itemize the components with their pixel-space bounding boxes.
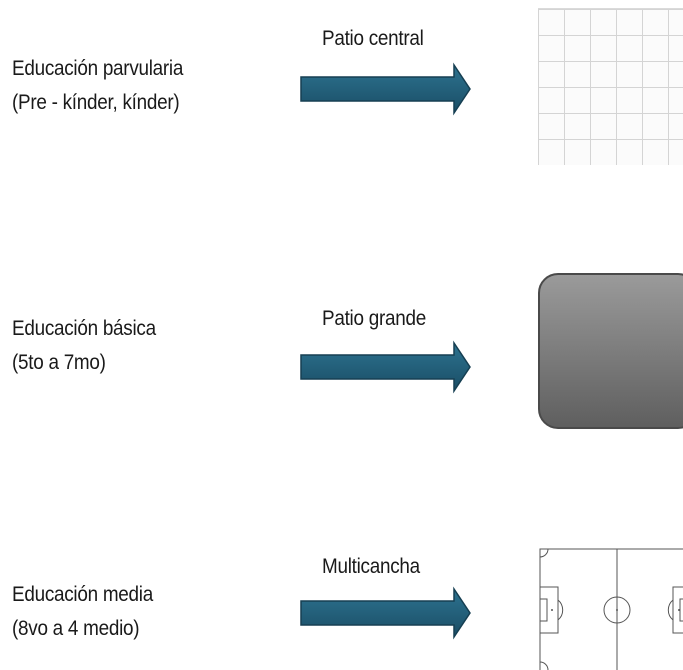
place-label: Multicancha [322,555,420,578]
level-name: Educación básica [12,317,156,340]
tiled-floor-icon [538,8,683,165]
place-label: Patio grande [322,307,426,330]
level-grades: (8vo a 4 medio) [12,617,140,640]
right-arrow-icon [300,340,471,394]
rounded-rectangle-icon [538,273,683,429]
level-name: Educación media [12,583,153,606]
right-arrow-icon [300,62,471,116]
level-label: Educación parvularia (Pre - kínder, kínd… [12,52,183,120]
level-name: Educación parvularia [12,57,184,80]
level-grades: (5to a 7mo) [12,351,106,374]
place-label: Patio central [322,27,424,50]
right-arrow-icon [300,586,471,640]
level-label: Educación media (8vo a 4 medio) [12,578,153,646]
soccer-field-icon [539,548,683,670]
level-grades: (Pre - kínder, kínder) [12,91,180,114]
level-label: Educación básica (5to a 7mo) [12,312,156,380]
